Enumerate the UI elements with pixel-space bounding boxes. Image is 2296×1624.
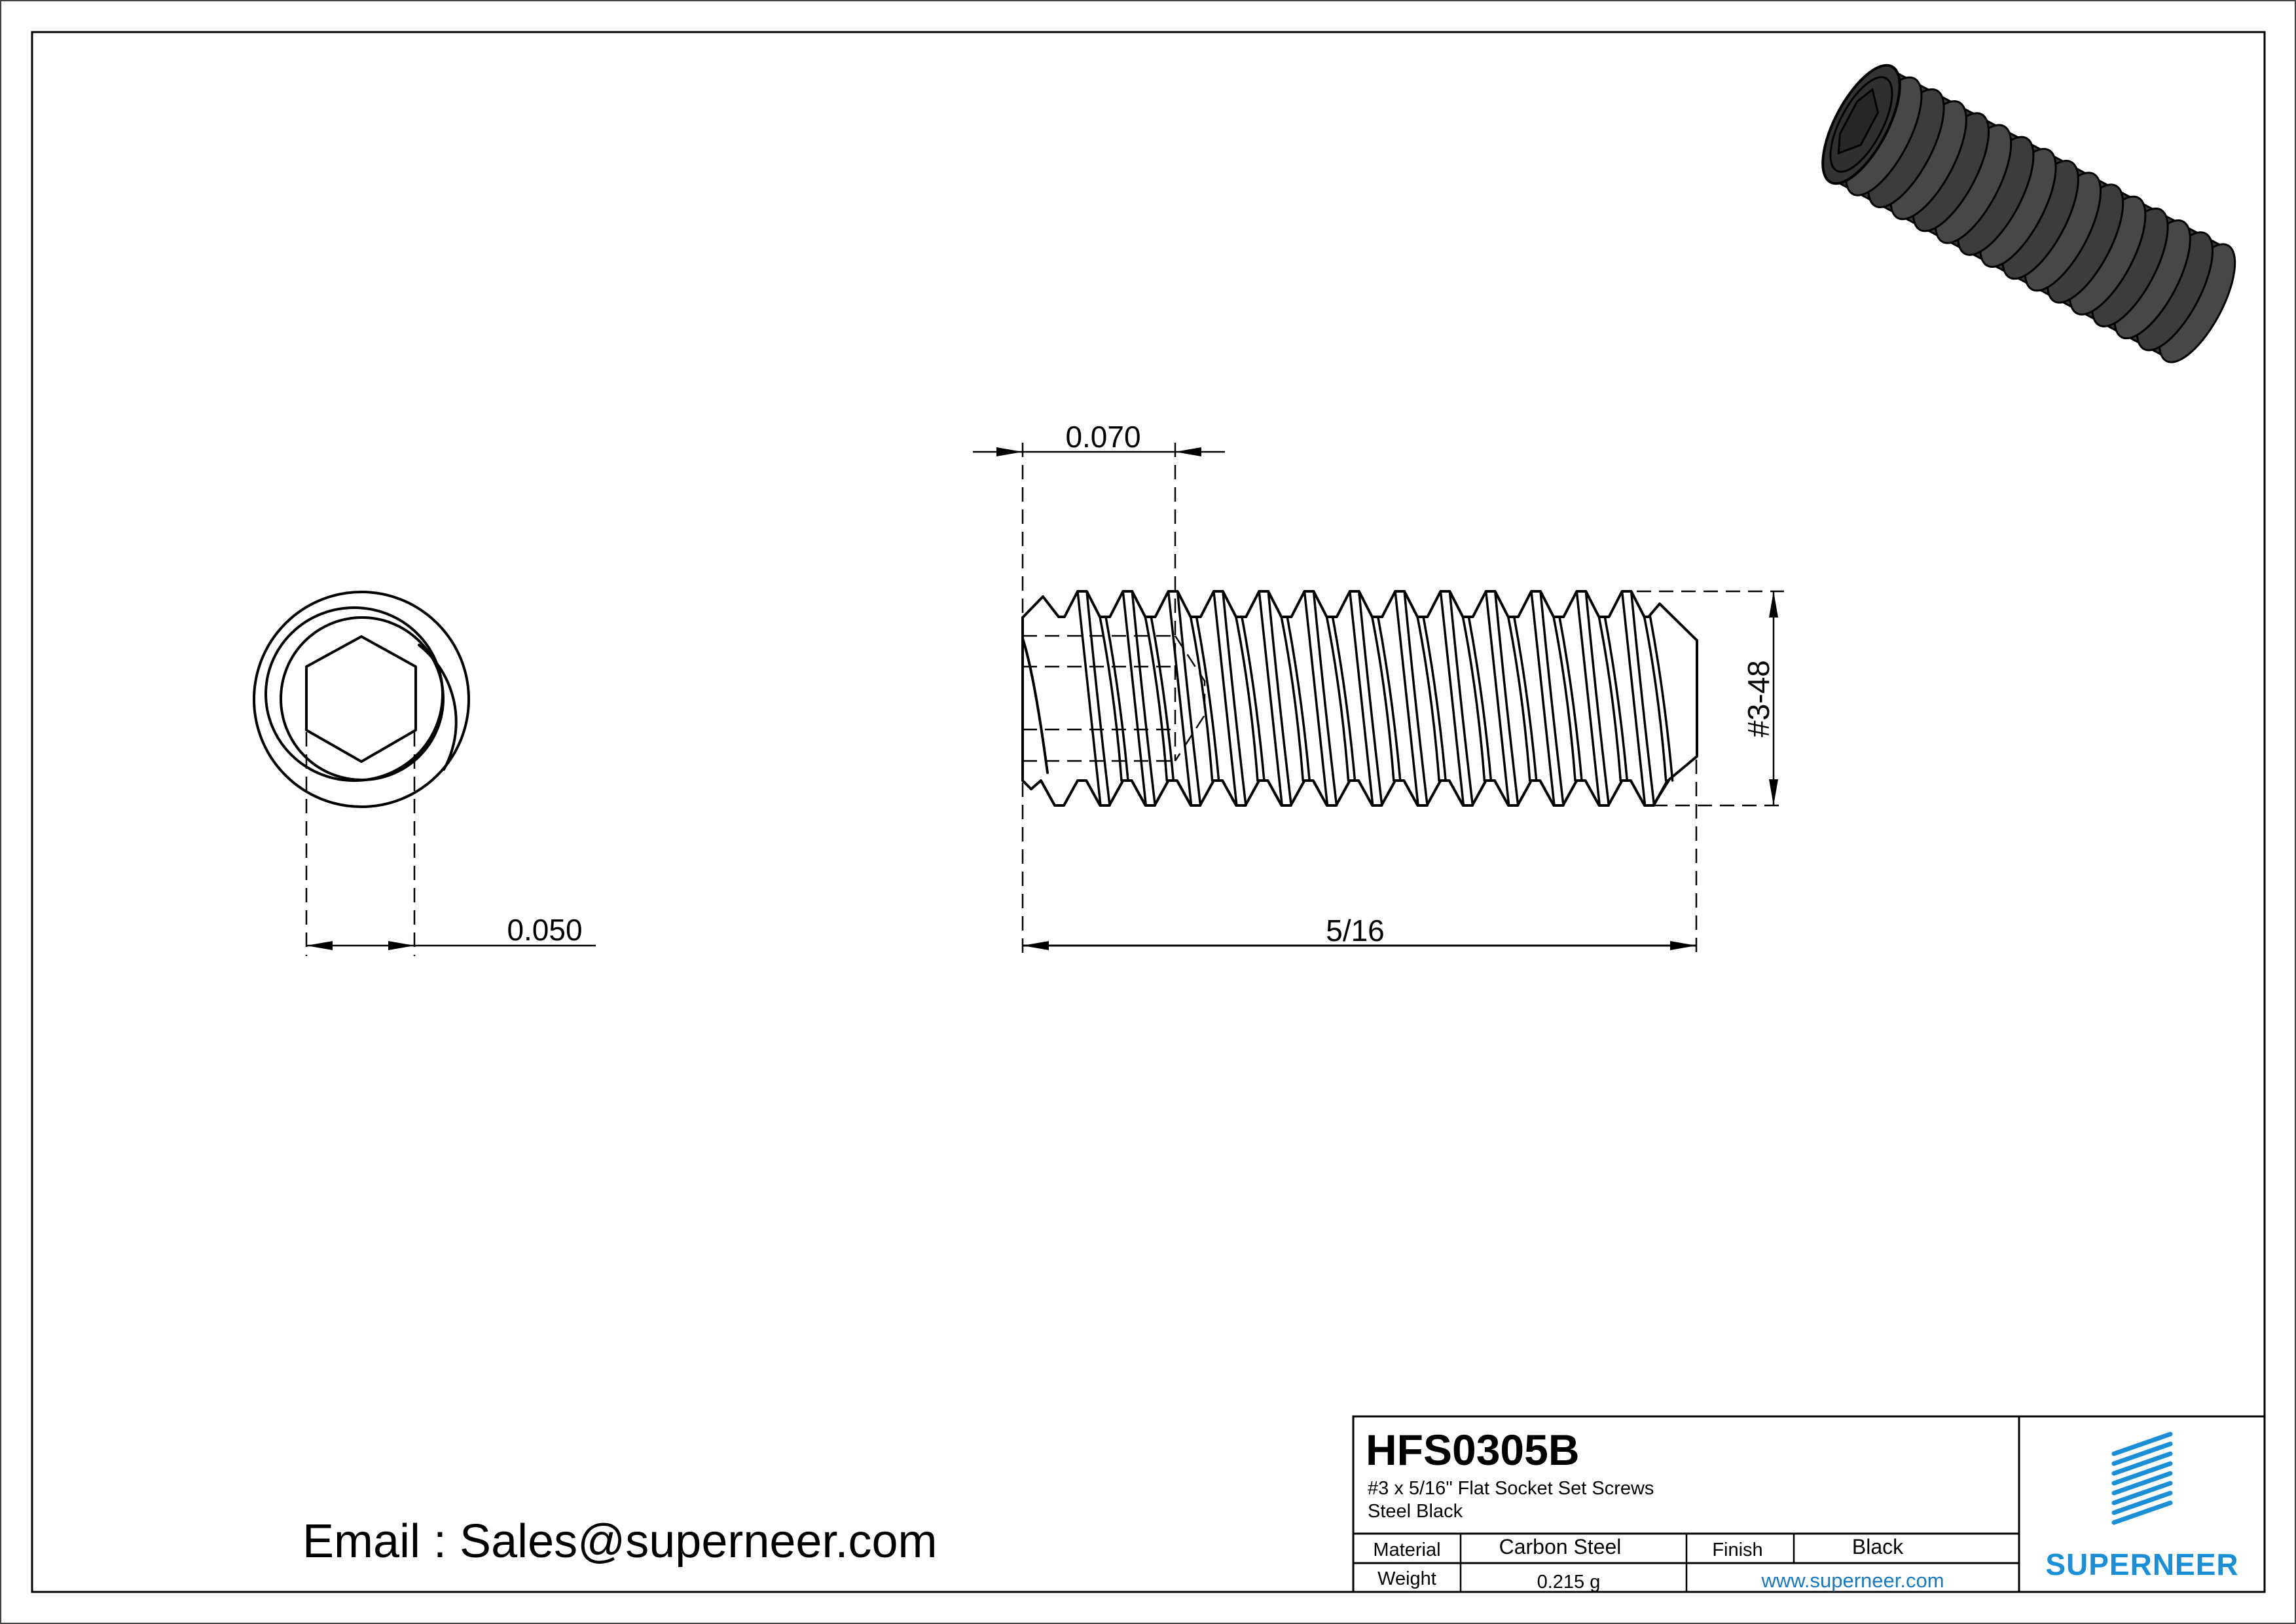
part-number: HFS0305B — [1366, 1426, 1580, 1474]
hex-socket-end-view-icon — [253, 591, 470, 808]
brand-name: SUPERNEER — [2045, 1547, 2238, 1581]
material-label: Material — [1373, 1540, 1440, 1560]
dimension-length: 5/16 — [1326, 913, 1385, 948]
hidden-socket-lines — [1023, 635, 1206, 762]
title-block: HFS0305B #3 x 5/16" Flat Socket Set Scre… — [1352, 1415, 2266, 1593]
diagonal-stripes-logo-icon — [2111, 1431, 2173, 1525]
side-view: 0.070 5/16 #3-48 — [973, 420, 1784, 956]
description-line-1: #3 x 5/16" Flat Socket Set Screws — [1368, 1478, 1654, 1499]
finish-label: Finish — [1712, 1540, 1762, 1560]
material-value: Carbon Steel — [1499, 1535, 1622, 1559]
description-line-2: Steel Black — [1368, 1501, 1463, 1522]
inner-frame — [31, 31, 2266, 1593]
threaded-screw-side-view-icon — [1021, 590, 1698, 807]
weight-value: 0.215 g — [1537, 1572, 1601, 1593]
dimension-socket-depth: 0.070 — [1065, 420, 1140, 454]
website-link[interactable]: www.superneer.com — [1760, 1569, 1944, 1592]
set-screw-3d-render-icon — [1821, 64, 2236, 363]
dimension-socket-width: 0.050 — [507, 913, 582, 947]
contact-email: Email : Sales@superneer.com — [302, 1515, 938, 1568]
finish-value: Black — [1852, 1535, 1904, 1559]
end-view: 0.050 — [253, 591, 596, 956]
weight-label: Weight — [1377, 1568, 1436, 1589]
dimension-thread: #3-48 — [1741, 660, 1776, 737]
